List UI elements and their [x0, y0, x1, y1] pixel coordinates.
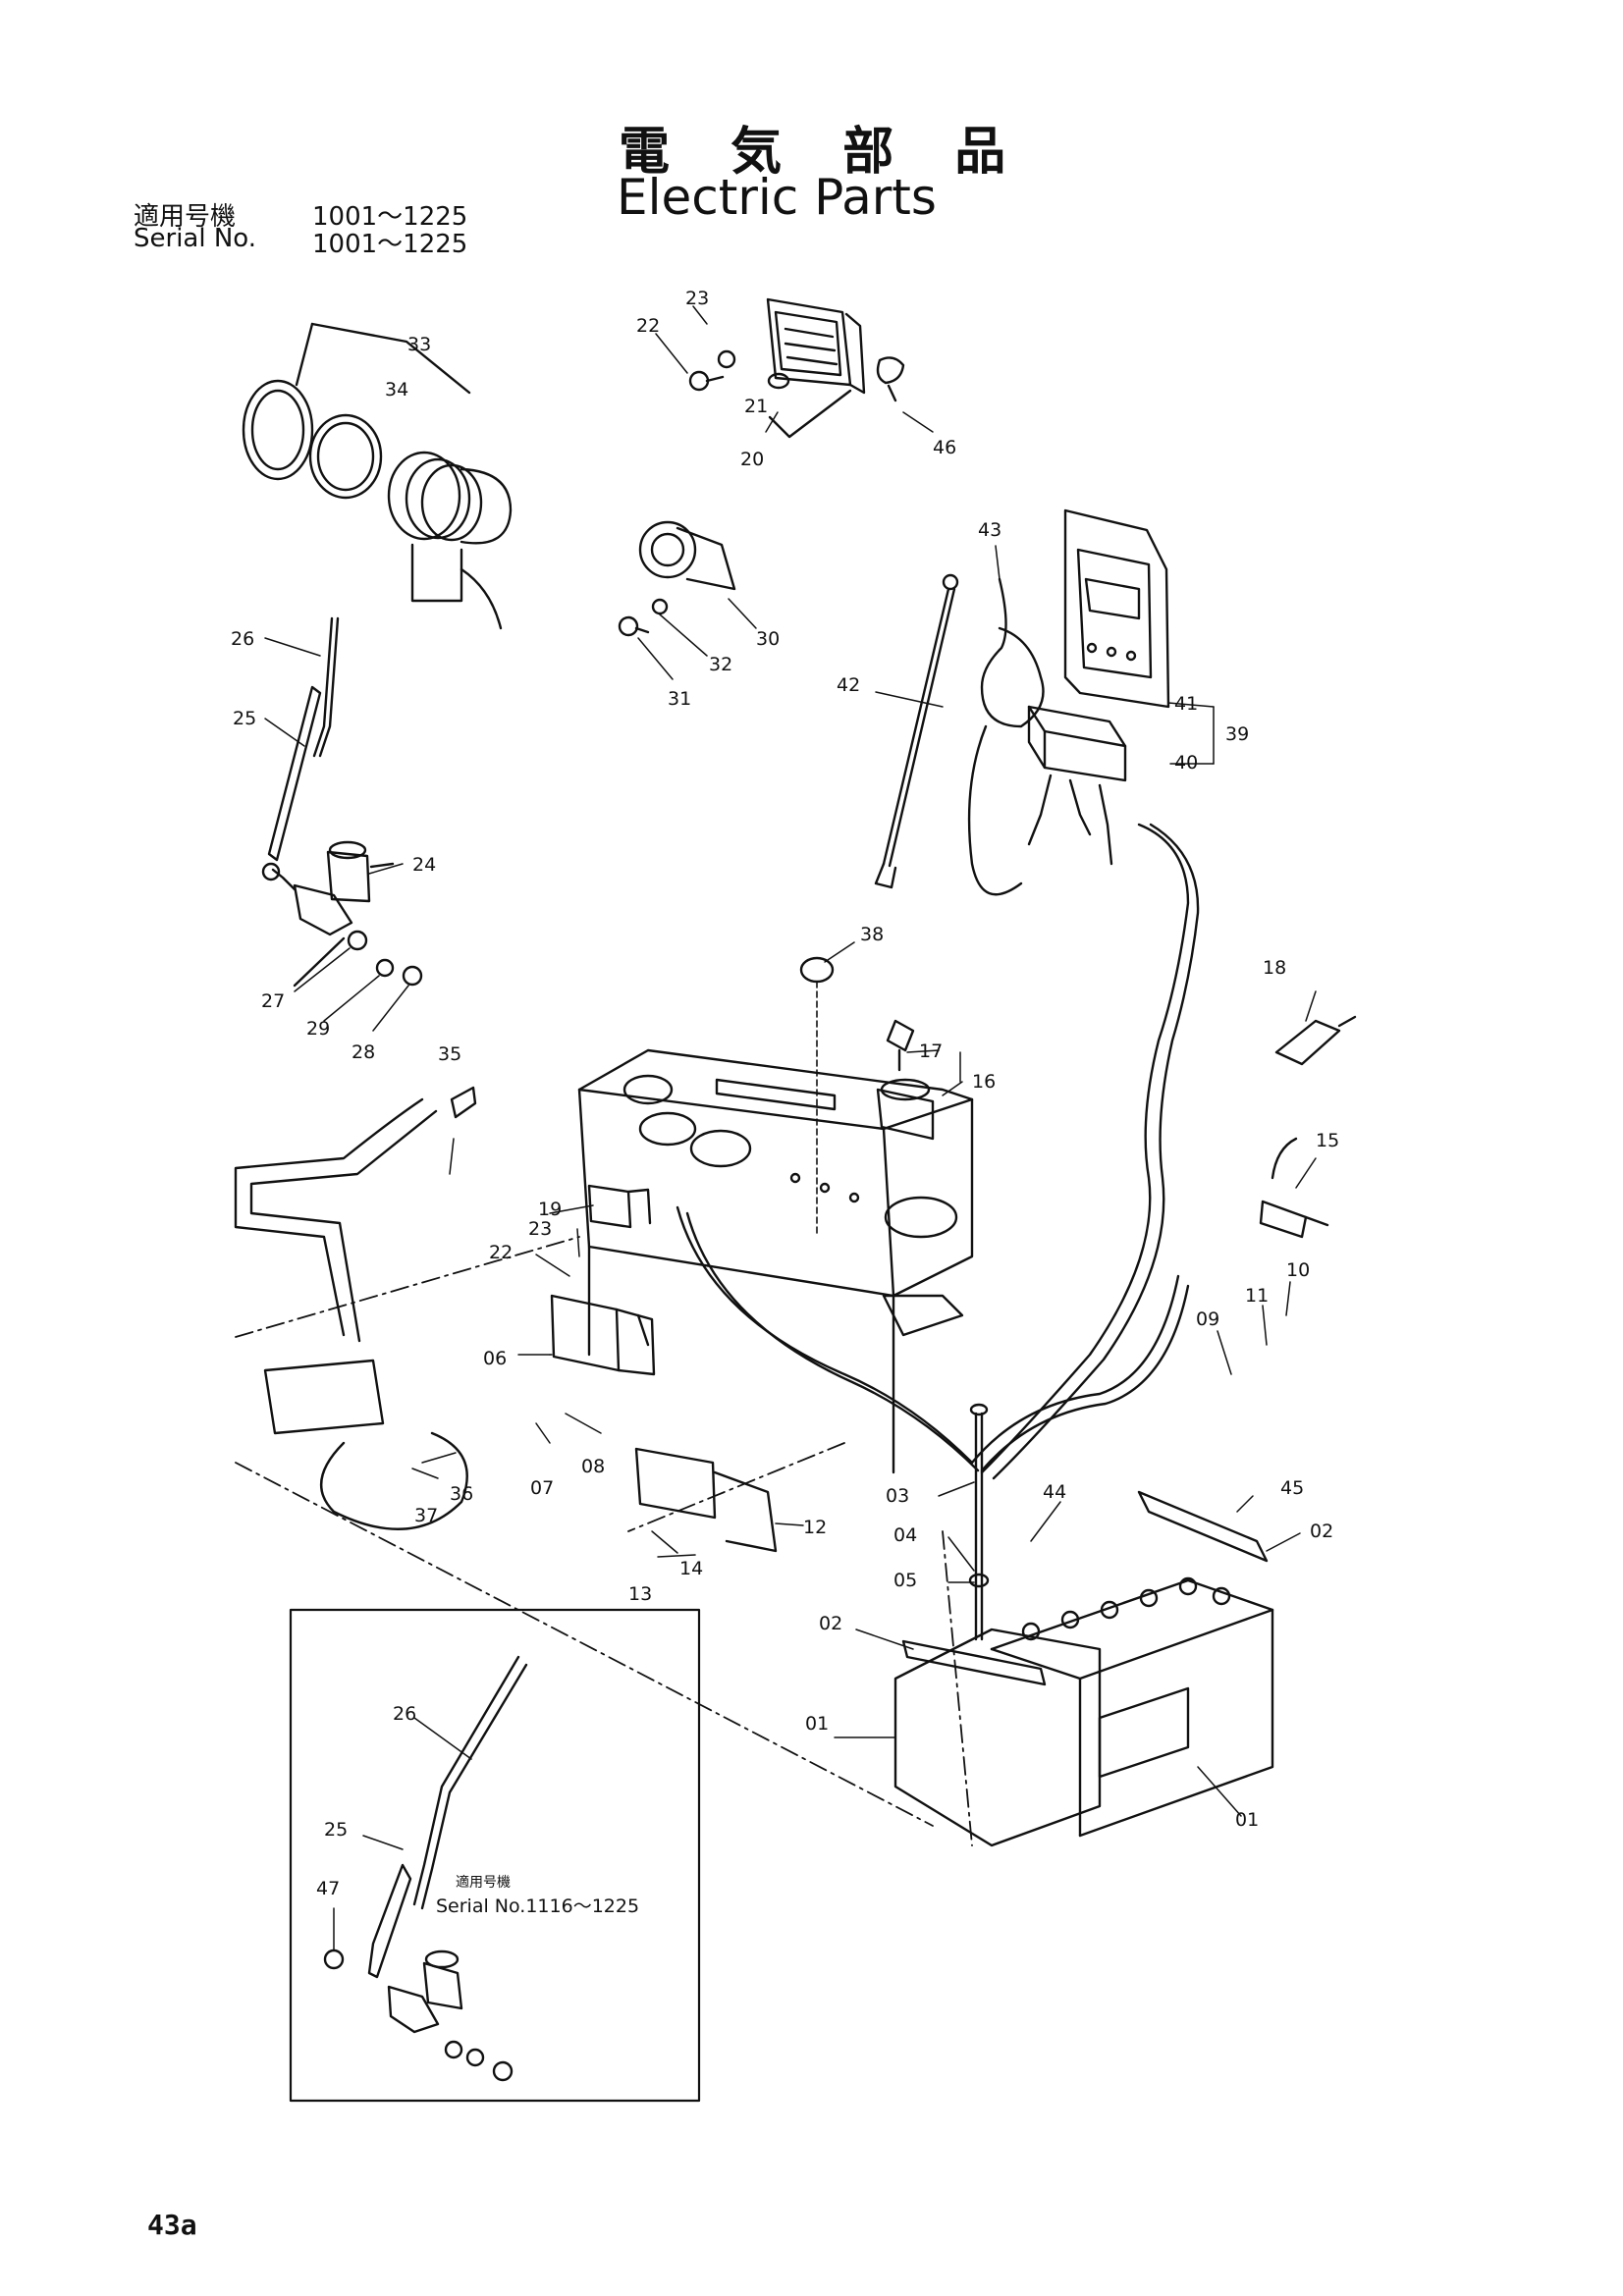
radio-assembly — [980, 508, 1200, 1480]
horn-assembly — [618, 520, 736, 637]
callout-21: 21 — [744, 396, 768, 417]
inset-serial-jp: 適用号機 — [456, 1874, 511, 1891]
callout-33: 33 — [407, 334, 431, 355]
callout-27: 27 — [261, 990, 285, 1012]
callout-02: 02 — [1310, 1521, 1333, 1542]
callout-26: 26 — [231, 628, 254, 650]
callout-23: 23 — [685, 288, 709, 309]
callout-13: 13 — [628, 1583, 652, 1605]
callout-34: 34 — [385, 379, 408, 400]
callout-28: 28 — [352, 1041, 375, 1063]
inset-serial-en: Serial No.1116～1225 — [436, 1896, 639, 1917]
pilot-lamp — [799, 956, 835, 1238]
wiper-assembly — [261, 616, 423, 988]
callout-22b: 22 — [489, 1242, 513, 1263]
callout-44: 44 — [1043, 1481, 1066, 1503]
callout-11: 11 — [1245, 1285, 1269, 1307]
callout-08: 08 — [581, 1456, 605, 1477]
serial-en-value: 1001～1225 — [312, 230, 468, 259]
marker-lamp-assembly — [688, 297, 905, 439]
callout-25-inset: 25 — [324, 1819, 348, 1841]
callout-35: 35 — [438, 1043, 461, 1065]
callout-03: 03 — [886, 1485, 909, 1507]
callout-37: 37 — [414, 1505, 438, 1526]
page-number: 43a — [147, 2209, 197, 2241]
callout-15: 15 — [1316, 1130, 1339, 1151]
callout-26-inset: 26 — [393, 1703, 416, 1725]
callout-14: 14 — [679, 1558, 703, 1579]
callout-05: 05 — [893, 1570, 917, 1591]
inset-frame — [289, 1608, 701, 2103]
callout-01: 01 — [805, 1713, 829, 1735]
callout-39: 39 — [1225, 723, 1249, 745]
callout-18: 18 — [1263, 957, 1286, 979]
wiring-harness — [676, 1205, 1190, 1472]
key-switch-assembly — [876, 1019, 935, 1141]
battery-assembly — [893, 1403, 1274, 1847]
chassis-outline — [235, 1236, 973, 1846]
callout-46: 46 — [933, 437, 956, 458]
page-title-english: Electric Parts — [617, 169, 937, 226]
serial-jp-label: 適用号機 — [134, 202, 237, 232]
inset-wiper-assembly — [323, 1655, 528, 2082]
callout-10: 10 — [1286, 1259, 1310, 1281]
instrument-panel — [577, 1048, 974, 1474]
callout-32: 32 — [709, 654, 732, 675]
callout-42: 42 — [837, 674, 860, 696]
callout-20: 20 — [740, 449, 764, 470]
callout-leaders — [264, 305, 1317, 1950]
callout-25: 25 — [233, 708, 256, 729]
callout-16: 16 — [972, 1071, 996, 1093]
callout-31: 31 — [668, 688, 691, 710]
callout-02b: 02 — [819, 1613, 842, 1634]
callout-19: 19 — [538, 1199, 562, 1220]
air-intake-tube — [234, 1086, 477, 1530]
callout-41: 41 — [1174, 693, 1198, 715]
callout-12: 12 — [803, 1517, 827, 1538]
callout-30: 30 — [756, 628, 780, 650]
callout-29: 29 — [306, 1018, 330, 1040]
sensor-units — [1259, 1015, 1357, 1239]
callout-38: 38 — [860, 924, 884, 945]
callout-17: 17 — [919, 1041, 943, 1062]
callout-04: 04 — [893, 1524, 917, 1546]
callout-22: 22 — [636, 315, 660, 337]
callout-47: 47 — [316, 1878, 340, 1899]
callout-23b: 23 — [528, 1218, 552, 1240]
serial-jp-value: 1001～1225 — [312, 202, 468, 232]
callout-24: 24 — [412, 854, 436, 876]
antenna-assembly — [874, 573, 1045, 896]
work-light-assembly — [242, 322, 513, 630]
callout-40: 40 — [1174, 752, 1198, 774]
page-title-japanese: 電 気 部 品 — [619, 123, 1028, 182]
callout-07: 07 — [530, 1477, 554, 1499]
callout-labels: 33 34 22 23 21 20 46 30 32 31 26 25 24 2… — [231, 288, 1339, 1899]
callout-43: 43 — [978, 519, 1001, 541]
callout-36: 36 — [450, 1483, 473, 1505]
callout-01b: 01 — [1235, 1809, 1259, 1831]
callout-06: 06 — [483, 1348, 507, 1369]
serial-en-label: Serial No. — [134, 224, 256, 253]
callout-45: 45 — [1280, 1477, 1304, 1499]
callout-09: 09 — [1196, 1308, 1219, 1330]
relay-units — [550, 1184, 778, 1553]
